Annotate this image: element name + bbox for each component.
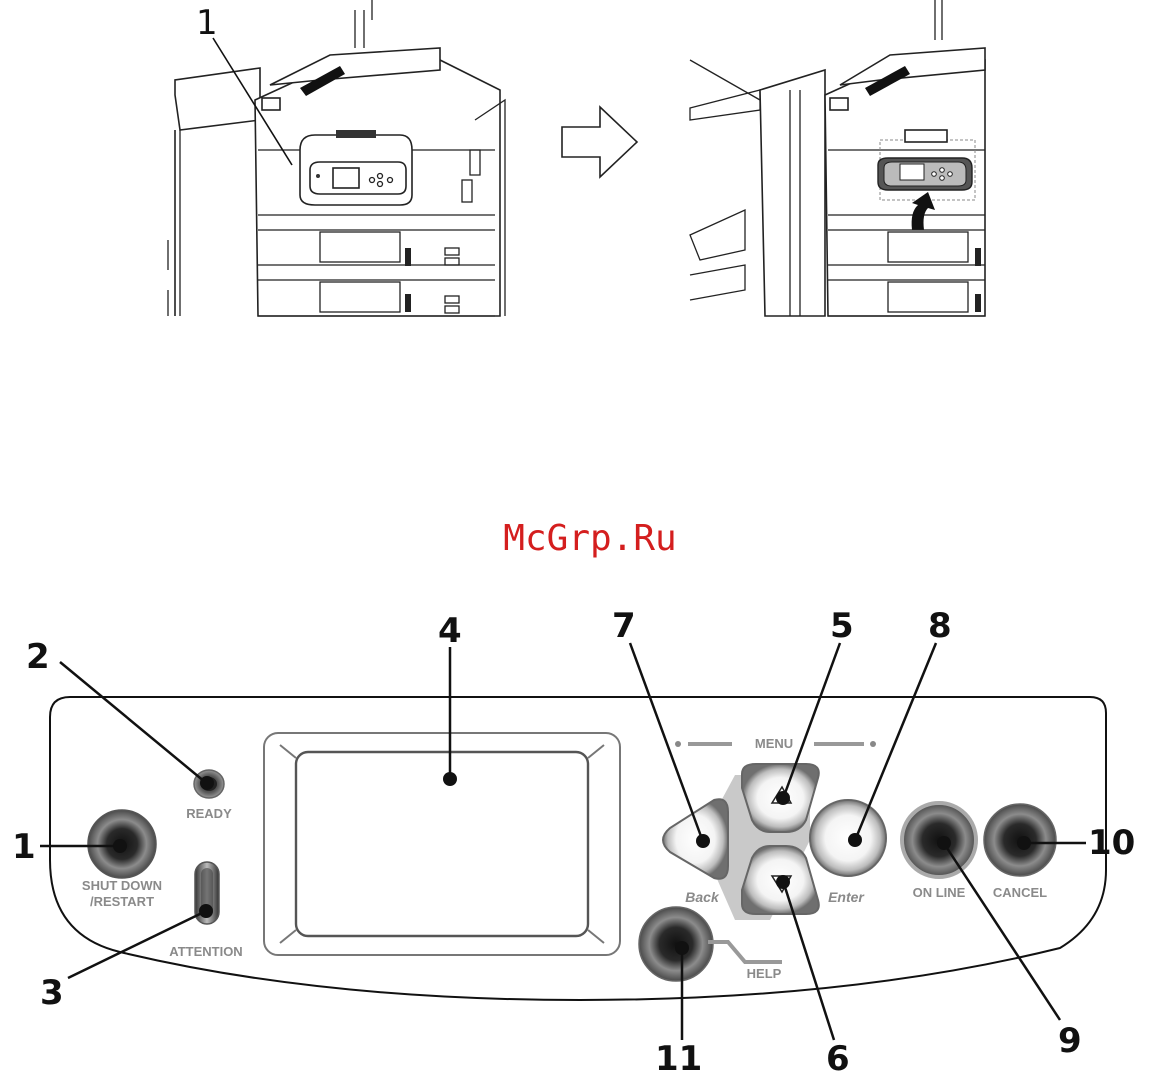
online-button[interactable]: ON LINE xyxy=(902,803,976,900)
right-arrow-icon xyxy=(562,107,637,177)
callout-5: 5 xyxy=(830,606,854,646)
callout-9: 9 xyxy=(1058,1021,1082,1061)
callout-4: 4 xyxy=(438,611,462,651)
menu-label: MENU xyxy=(755,736,793,751)
cancel-button[interactable]: CANCEL xyxy=(984,804,1056,900)
svg-text:1: 1 xyxy=(196,3,218,43)
callout-1: 1 xyxy=(12,827,36,867)
lcd-display xyxy=(264,733,620,955)
ready-label: READY xyxy=(186,806,232,821)
callout-3: 3 xyxy=(40,973,64,1013)
shutdown-label-line1: SHUT DOWN xyxy=(82,878,162,893)
callout-10: 10 xyxy=(1088,823,1135,863)
attention-label: ATTENTION xyxy=(169,944,242,959)
shutdown-label-line2: /RESTART xyxy=(90,894,154,909)
callout-11: 11 xyxy=(655,1039,702,1074)
help-label: HELP xyxy=(747,966,782,981)
printer-illustration-after xyxy=(690,0,985,316)
online-label: ON LINE xyxy=(913,885,966,900)
shutdown-restart-button[interactable]: SHUT DOWN /RESTART xyxy=(82,810,162,909)
callout-6: 6 xyxy=(826,1039,850,1074)
callout-2: 2 xyxy=(26,637,50,677)
watermark-text: McGrp.Ru xyxy=(503,518,676,559)
back-label: Back xyxy=(685,889,720,905)
enter-label: Enter xyxy=(828,889,865,905)
cancel-label: CANCEL xyxy=(993,885,1047,900)
callout-8: 8 xyxy=(928,606,952,646)
callout-7: 7 xyxy=(612,606,636,646)
